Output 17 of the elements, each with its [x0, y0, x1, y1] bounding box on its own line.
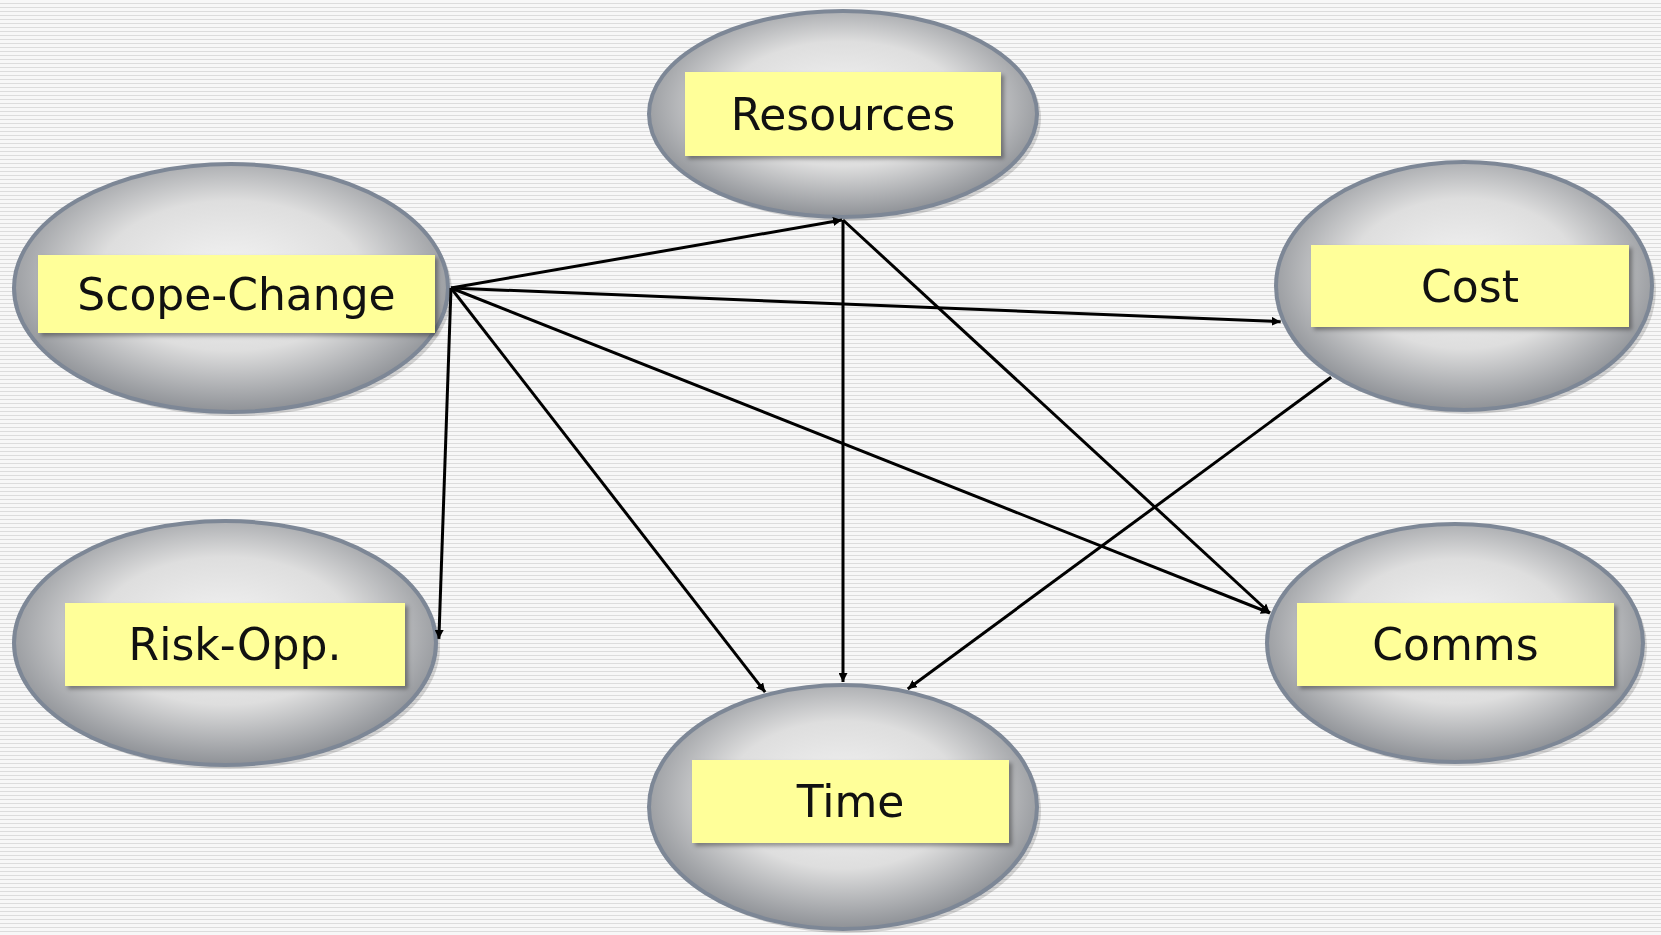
node-label: Time: [692, 760, 1009, 843]
ellipse-node: [646, 682, 1040, 932]
arrow: [838, 220, 848, 682]
arrow: [450, 217, 843, 290]
node-label: Scope-Change: [38, 255, 435, 333]
node-label: Cost: [1311, 245, 1629, 327]
arrow: [842, 218, 1271, 615]
ellipse-node: [11, 161, 451, 415]
node-label: Risk-Opp.: [65, 603, 405, 686]
ellipse-node: [1273, 159, 1655, 413]
ellipse-node: [646, 8, 1040, 220]
arrow: [906, 376, 1332, 691]
ellipse-node: [1264, 521, 1646, 765]
node-label: Resources: [685, 72, 1001, 156]
arrow: [449, 287, 767, 694]
node-label: Comms: [1297, 603, 1614, 686]
ellipse-node: [11, 518, 439, 768]
